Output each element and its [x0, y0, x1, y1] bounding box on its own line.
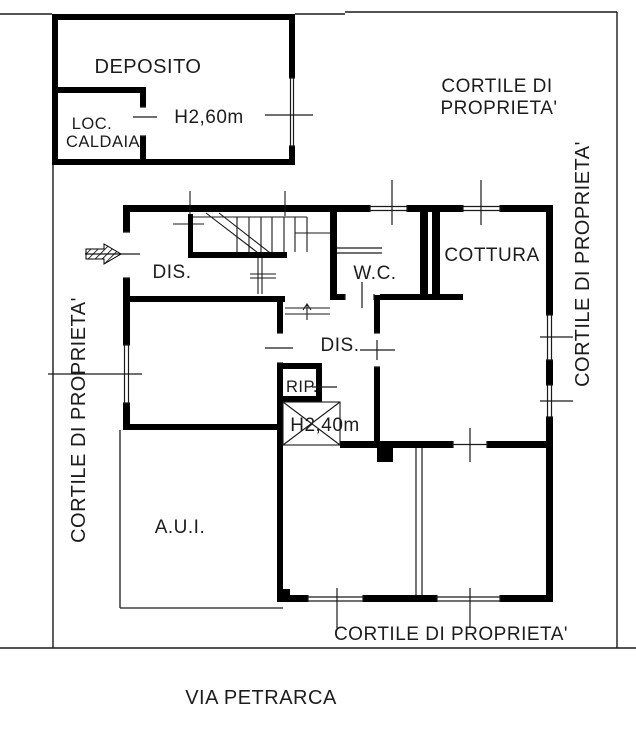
label-deposito-height: H2,60m: [174, 107, 244, 128]
entrance-arrow-icon: [85, 243, 122, 265]
windows: [48, 180, 573, 628]
room-label-dis-entry: DIS.: [153, 262, 192, 283]
staircase: [173, 191, 330, 294]
room-label-dis-central: DIS.: [321, 335, 360, 356]
label-street: VIA PETRARCA: [185, 687, 337, 709]
boundary-top-right: [295, 11, 617, 15]
cross-lines: [282, 401, 341, 446]
label-caldaia-line2: CALDAIA: [66, 133, 140, 151]
room-label-cottura: COTTURA: [444, 245, 539, 266]
room-label-h240: H2,40m: [290, 415, 360, 436]
room-label-wc: W.C.: [353, 263, 396, 284]
label-deposito: DEPOSITO: [95, 56, 202, 78]
caldaia-door-marks: [133, 106, 157, 137]
wc-partition: [337, 247, 382, 254]
aui-outline: [119, 430, 283, 609]
entry-step-arrow: [285, 303, 330, 320]
text-labels: DEPOSITO H2,60m LOC. CALDAIA CORTILE DI …: [66, 56, 594, 709]
room-label-rip: RIP.: [286, 378, 318, 396]
h240-crossed-area: [282, 401, 341, 446]
stair-treads: [236, 217, 308, 252]
interior-walls: [123, 212, 547, 596]
label-courtyard-right: CORTILE DI PROPRIETA': [572, 141, 594, 387]
label-courtyard-top-1: CORTILE DI: [441, 76, 552, 97]
deposito-window: [133, 77, 313, 147]
room-label-aui: A.U.I.: [155, 517, 206, 538]
stair-break-lines: [205, 212, 275, 257]
label-courtyard-top-2: PROPRIETA': [440, 98, 557, 119]
label-courtyard-left: CORTILE DI PROPRIETA': [68, 297, 90, 543]
label-courtyard-bottom: CORTILE DI PROPRIETA': [334, 624, 568, 645]
label-caldaia-line1: LOC.: [72, 115, 113, 133]
bottom-room-divider: [415, 448, 423, 595]
deposito-walls: [52, 14, 295, 165]
